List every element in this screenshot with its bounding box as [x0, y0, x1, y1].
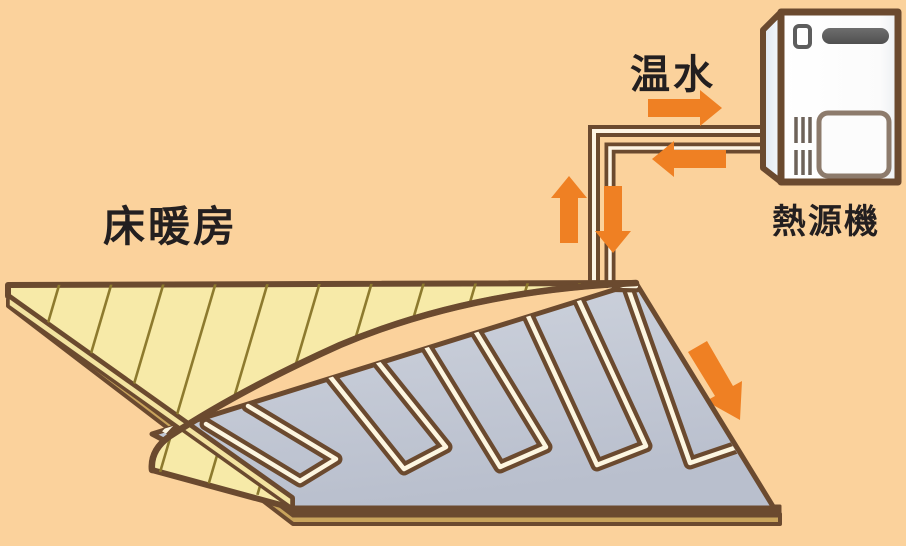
- vent-slats-lower: [794, 150, 812, 175]
- indicator-square-icon: [793, 24, 812, 49]
- downpipe-arrow-down: [595, 186, 631, 253]
- vent-slats-upper: [794, 117, 812, 143]
- heat-flow-arrow-diagonal: [688, 341, 742, 420]
- label-floor-heating: 床暖房: [103, 202, 238, 251]
- label-heat-source-unit: 熱源機: [772, 202, 880, 242]
- floor-peel-edge: [148, 279, 640, 474]
- label-hot-water: 温水: [630, 52, 716, 98]
- return-arrow-left: [652, 141, 726, 177]
- floor-plank-underlayer: [6, 294, 294, 510]
- riser-arrow-up: [551, 176, 587, 243]
- heat-source-unit[interactable]: [760, 8, 902, 186]
- supply-arrow-right: [648, 90, 722, 126]
- display-strip: [822, 28, 889, 44]
- service-hatch[interactable]: [816, 110, 892, 179]
